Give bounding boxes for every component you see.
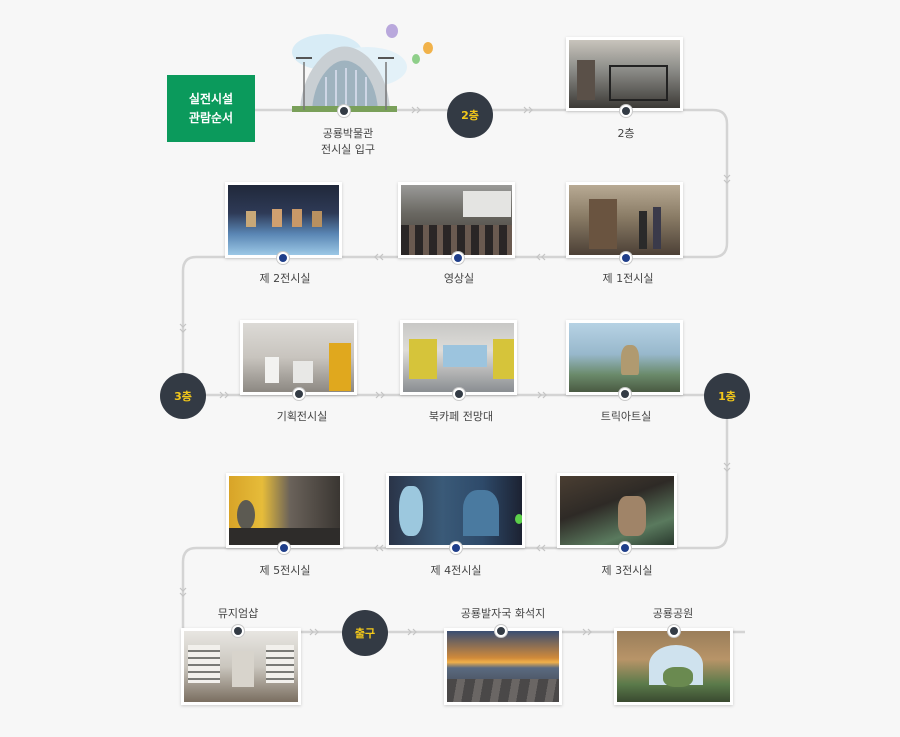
footprint-dot	[495, 625, 507, 637]
entrance-label-line2: 전시실 입구	[320, 143, 376, 156]
entrance-illustration	[282, 22, 434, 112]
park-photo	[614, 628, 733, 705]
route-title-line2: 관람순서	[188, 110, 234, 125]
bookcafe-label: 북카페 전망대	[428, 410, 494, 423]
floor2-badge-text: 2층	[461, 109, 479, 122]
balloon-green-icon	[412, 54, 420, 64]
hall1-photo	[566, 182, 683, 258]
floor2-photo	[566, 37, 683, 111]
floor3-badge-text: 3층	[174, 390, 192, 403]
hall3-label: 제 3전시실	[601, 564, 653, 577]
theater-dot	[452, 252, 464, 264]
shop-dot	[232, 625, 244, 637]
footprint-photo	[444, 628, 562, 705]
entrance-label-line1: 공룡박물관	[322, 127, 374, 140]
balloon-yellow-icon	[423, 42, 433, 54]
entrance-label: 공룡박물관 전시실 입구	[321, 126, 375, 158]
trick-label: 트릭아트실	[600, 410, 652, 423]
theater-label: 영상실	[443, 272, 475, 285]
footprint-label: 공룡발자국 화석지	[460, 607, 546, 620]
floor2-photo-label: 2층	[617, 127, 635, 140]
shop-label: 뮤지엄샵	[217, 607, 259, 620]
floor2-photo-dot	[620, 105, 632, 117]
hall2-photo	[225, 182, 342, 258]
special-label: 기획전시실	[276, 410, 328, 423]
exit-badge-text: 출구	[354, 627, 376, 640]
hall4-photo	[386, 473, 525, 548]
route-title-line1: 실전시설	[188, 91, 234, 106]
trick-photo	[566, 320, 683, 395]
hall5-photo	[226, 473, 343, 548]
special-dot	[293, 388, 305, 400]
theater-photo	[398, 182, 515, 258]
route-title: 실전시설 관람순서	[167, 75, 255, 142]
shop-photo	[181, 628, 301, 705]
exit-badge: 출구	[342, 610, 388, 656]
hall1-dot	[620, 252, 632, 264]
hall3-dot	[619, 542, 631, 554]
hall4-label: 제 4전시실	[430, 564, 482, 577]
bookcafe-photo	[400, 320, 517, 395]
hall2-dot	[277, 252, 289, 264]
hall5-dot	[278, 542, 290, 554]
hall2-label: 제 2전시실	[259, 272, 311, 285]
hall1-label: 제 1전시실	[602, 272, 654, 285]
floor1-badge-text: 1층	[718, 390, 736, 403]
park-dot	[668, 625, 680, 637]
hall3-photo	[557, 473, 677, 548]
floor1-badge: 1층	[704, 373, 750, 419]
park-label: 공룡공원	[652, 607, 694, 620]
entrance-dot	[338, 105, 350, 117]
floor3-badge: 3층	[160, 373, 206, 419]
hall4-dot	[450, 542, 462, 554]
bookcafe-dot	[453, 388, 465, 400]
special-photo	[240, 320, 357, 395]
trick-dot	[619, 388, 631, 400]
floor2-badge: 2층	[447, 92, 493, 138]
hall5-label: 제 5전시실	[259, 564, 311, 577]
